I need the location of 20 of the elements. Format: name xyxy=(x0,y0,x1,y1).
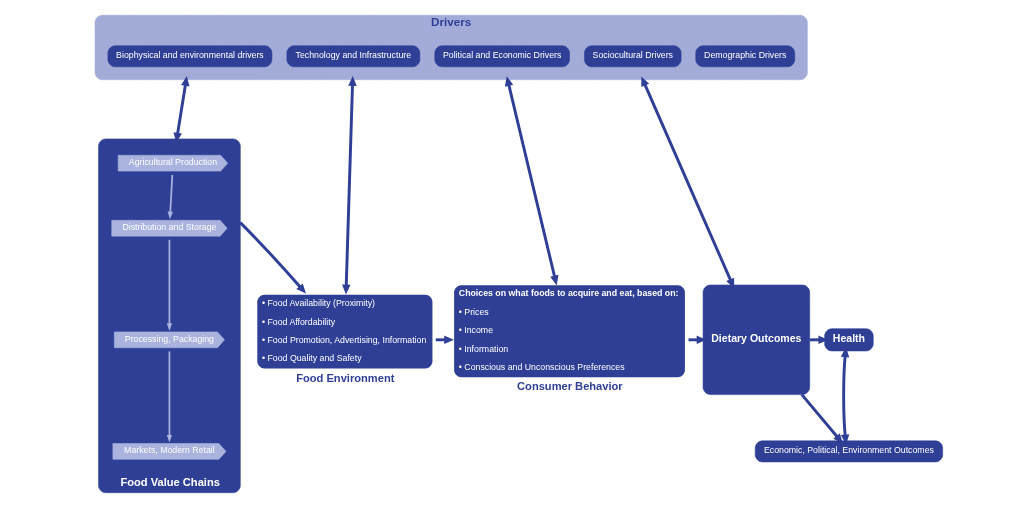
arrow xyxy=(341,76,357,295)
node-box: Choices on what foods to acquire and eat, based on: • Prices • Income • Information • Conscious and Unconscious Preferences xyxy=(454,285,685,378)
arrow xyxy=(688,335,707,345)
node-box: Biophysical and environmental drivers xyxy=(107,45,273,68)
node-box: Sociocultural Drivers xyxy=(584,45,682,68)
node-box: Demographic Drivers xyxy=(695,45,796,68)
arrow xyxy=(239,221,306,294)
node-box: Health xyxy=(824,328,874,352)
arrow xyxy=(166,350,173,443)
node-label: Consumer Behavior xyxy=(517,380,623,393)
node-box: Technology and Infrastructure xyxy=(286,45,421,68)
node-box: Economic, Political, Environment Outcomes xyxy=(754,440,943,463)
node-box: • Food Availability (Proximity) • Food Affordability • Food Promotion, Advertising, Information • Food Quality and Safety xyxy=(257,294,433,369)
node-box: Political and Economic Drivers xyxy=(434,45,570,68)
arrow xyxy=(504,76,559,286)
arrow xyxy=(800,393,843,444)
node-label: Food Environment xyxy=(296,371,395,384)
node-box: Dietary Outcomes xyxy=(702,284,810,395)
arrow xyxy=(167,174,174,220)
arrow xyxy=(166,238,173,331)
